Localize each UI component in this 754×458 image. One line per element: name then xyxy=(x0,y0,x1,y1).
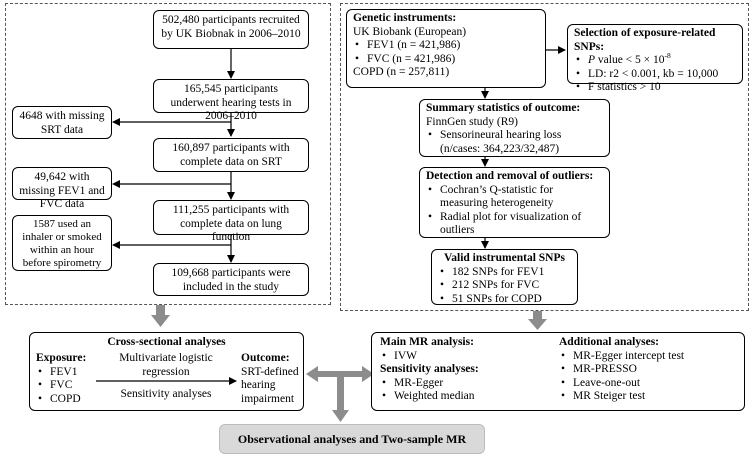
genetic-source: UK Biobank (European) xyxy=(353,25,467,38)
cross-arrows xyxy=(96,377,237,385)
cross-title: Cross-sectional analyses xyxy=(107,336,226,348)
valid-item: 212 SNPs for FVC xyxy=(438,279,571,293)
complete-srt-box: 160,897 participants with complete data … xyxy=(153,138,309,172)
selection-f: F statistics > 10 xyxy=(574,81,736,95)
genetic-item: FEV1 (n = 421,986) xyxy=(353,39,539,53)
complete-srt-text: 160,897 participants with complete data … xyxy=(172,142,290,168)
genetic-item: FVC (n = 421,986) xyxy=(353,53,539,67)
cross-sectional-box: Cross-sectional analyses Exposure: FEV1 … xyxy=(29,332,304,411)
main-mr-title: Main MR analysis: xyxy=(380,336,474,348)
outcome-text: SRT-defined hearing impairment xyxy=(241,365,299,405)
additional-item: Leave-one-out xyxy=(559,377,739,391)
complete-lung-text: 111,255 participants with complete data … xyxy=(172,204,290,243)
selection-title: Selection of exposure-related SNPs: xyxy=(574,27,716,53)
missing-lung-box: 49,642 with missing FEV1 and FVC data xyxy=(12,167,112,210)
p-label: P xyxy=(588,54,596,66)
summary-item: Sensorineural hearing loss xyxy=(426,129,603,143)
additional-item: MR-Egger intercept test xyxy=(559,350,739,364)
missing-srt-box: 4648 with missing SRT data xyxy=(12,106,112,139)
additional-item: MR Steiger test xyxy=(559,390,739,404)
exposure-item: COPD xyxy=(36,393,96,407)
exposure-item: FEV1 xyxy=(36,366,96,380)
final-box: Observational analyses and Two-sample MR xyxy=(219,424,485,454)
hearing-tests-text: 165,545 participants underwent hearing t… xyxy=(170,83,292,122)
additional-item: MR-PRESSO xyxy=(559,363,739,377)
outcome-label: Outcome: xyxy=(241,352,290,364)
genetic-copd: COPD (n = 257,811) xyxy=(353,66,450,78)
genetic-instruments-box: Genetic instruments: UK Biobank (Europea… xyxy=(346,9,546,88)
complete-lung-box: 111,255 participants with complete data … xyxy=(153,200,309,243)
valid-item: 51 SNPs for COPD xyxy=(438,293,571,307)
mr-analyses-box: Main MR analysis: IVW Sensitivity analys… xyxy=(371,332,745,411)
sensitivity-title: Sensitivity analyses: xyxy=(380,363,479,375)
summary-source: FinnGen study (R9) xyxy=(426,115,518,128)
mr-panel xyxy=(340,3,749,311)
inhaler-box: 1587 used an inhaler or smoked within an… xyxy=(12,215,112,271)
main-mr-item: IVW xyxy=(380,350,560,364)
valid-item: 182 SNPs for FEV1 xyxy=(438,266,571,280)
missing-srt-text: 4648 with missing SRT data xyxy=(19,110,105,136)
final-text: Observational analyses and Two-sample MR xyxy=(237,431,467,446)
selection-p-value: P value < 5 × 10-8 xyxy=(574,51,736,68)
outliers-title: Detection and removal of outliers: xyxy=(426,170,594,182)
selection-ld: LD: r2 < 0.001, kb = 10,000 xyxy=(574,68,736,82)
p-rest: value < 5 × 10 xyxy=(595,54,665,66)
outliers-box: Detection and removal of outliers: Cochr… xyxy=(419,167,610,238)
valid-snps-box: Valid instrumental SNPs 182 SNPs for FEV… xyxy=(431,249,578,307)
p-exponent: -8 xyxy=(664,51,671,61)
hearing-tests-box: 165,545 participants underwent hearing t… xyxy=(153,79,309,122)
included-text: 109,668 participants were included in th… xyxy=(171,267,291,293)
outliers-item: Cochran’s Q-statistic for measuring hete… xyxy=(426,184,603,211)
exposure-item: FVC xyxy=(36,379,96,393)
selection-box: Selection of exposure-related SNPs: P va… xyxy=(567,24,743,94)
valid-title: Valid instrumental SNPs xyxy=(444,252,565,264)
recruited-text: 502,480 participants recruited by UK Bio… xyxy=(161,14,301,40)
summary-title: Summary statistics of outcome: xyxy=(426,102,581,114)
sensitivity-text: Sensitivity analyses xyxy=(120,388,212,400)
sensitivity-item: MR-Egger xyxy=(380,377,560,391)
sensitivity-item: Weighted median xyxy=(380,390,560,404)
exposure-label: Exposure: xyxy=(36,352,87,364)
observational-panel xyxy=(5,3,331,305)
inhaler-text: 1587 used an inhaler or smoked within an… xyxy=(22,218,102,269)
summary-outcome-box: Summary statistics of outcome: FinnGen s… xyxy=(419,99,610,157)
additional-title: Additional analyses: xyxy=(559,336,660,348)
method-text: Multivariate logistic regression xyxy=(119,352,213,378)
missing-lung-text: 49,642 with missing FEV1 and FVC data xyxy=(19,171,105,210)
recruited-box: 502,480 participants recruited by UK Bio… xyxy=(153,10,309,49)
outliers-item: Radial plot for visualization of outlier… xyxy=(426,211,603,238)
summary-detail: (n/cases: 364,223/32,487) xyxy=(440,142,560,155)
genetic-title: Genetic instruments: xyxy=(353,12,457,24)
included-box: 109,668 participants were included in th… xyxy=(153,263,309,296)
